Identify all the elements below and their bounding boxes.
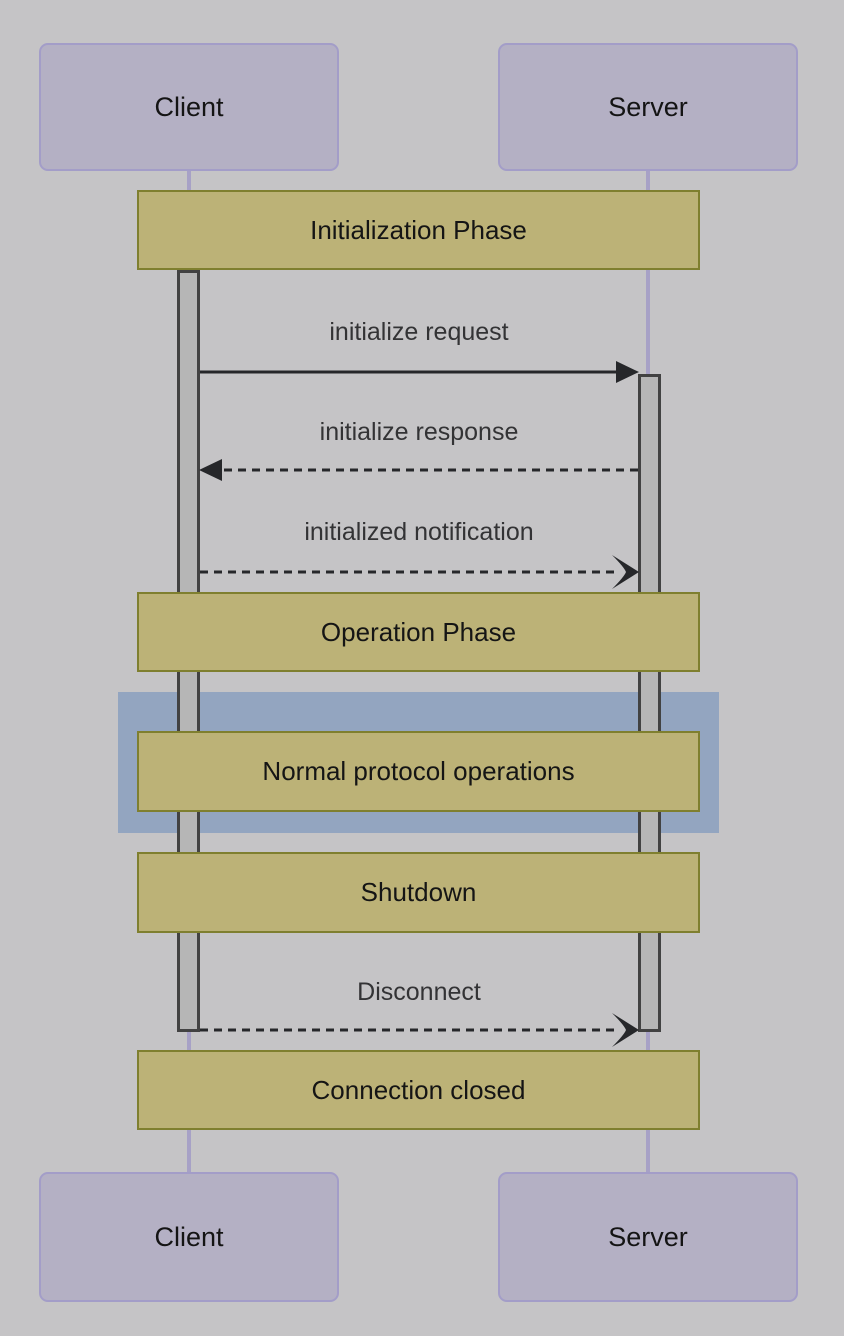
arrow-initialize-response xyxy=(199,459,638,481)
band-initialization-phase: Initialization Phase xyxy=(137,190,700,270)
actor-client-bottom: Client xyxy=(39,1172,339,1302)
band-shutdown: Shutdown xyxy=(137,852,700,933)
arrow-initialize-request xyxy=(200,361,639,383)
message-label-disconnect: Disconnect xyxy=(357,978,481,1006)
arrow-disconnect xyxy=(200,1013,639,1047)
band-connection-closed: Connection closed xyxy=(137,1050,700,1130)
band-operation-phase: Operation Phase xyxy=(137,592,700,672)
actor-client-top: Client xyxy=(39,43,339,171)
actor-server-bottom: Server xyxy=(498,1172,798,1302)
band-normal-protocol-operations: Normal protocol operations xyxy=(137,731,700,812)
actor-server-top: Server xyxy=(498,43,798,171)
arrow-initialized-notification xyxy=(200,555,639,589)
message-label-initialized-notification: initialized notification xyxy=(304,518,534,546)
message-label-initialize-request: initialize request xyxy=(329,318,509,346)
message-label-initialize-response: initialize response xyxy=(319,418,519,446)
